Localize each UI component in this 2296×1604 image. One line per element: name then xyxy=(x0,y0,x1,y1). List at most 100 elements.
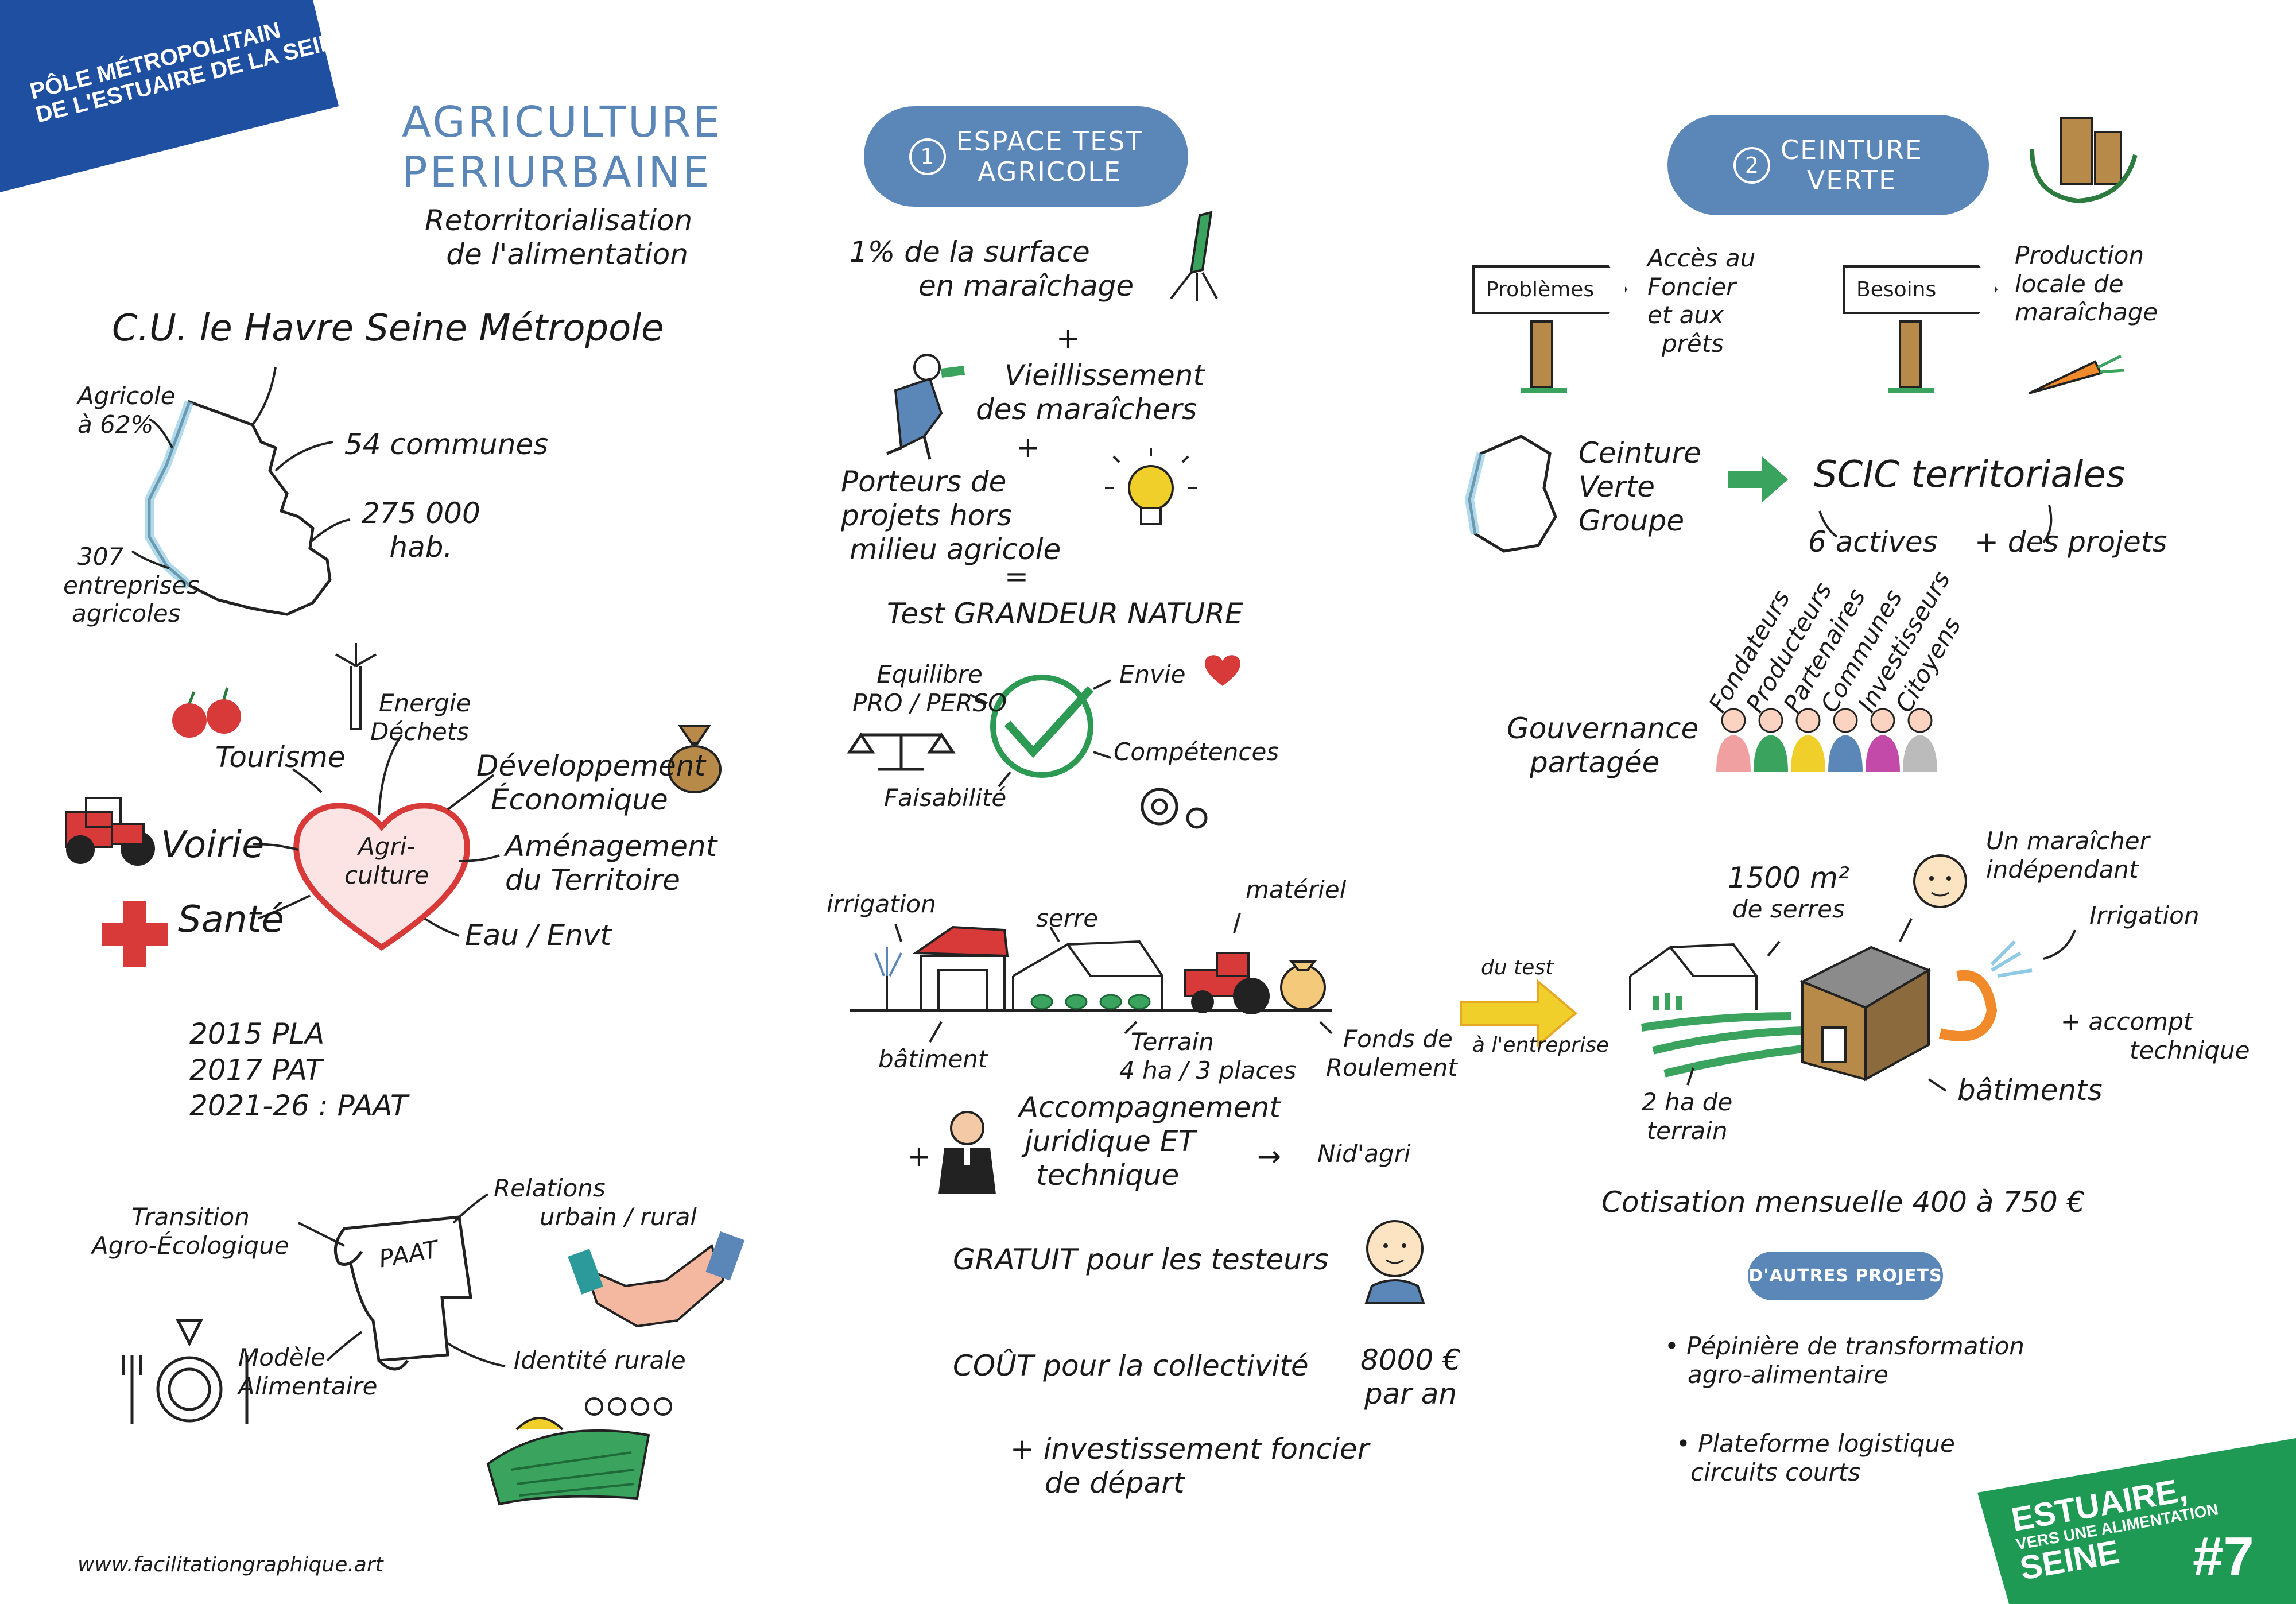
batiments-text: bâtiments xyxy=(1957,1074,2103,1107)
problemes-sign: Problèmes xyxy=(1472,265,1627,314)
carrot-icon xyxy=(2029,354,2124,394)
section1-number: 1 xyxy=(909,138,946,175)
fonds-line1: Fonds de xyxy=(1343,1025,1453,1053)
leek-icon xyxy=(1170,211,1218,301)
test-grandeur: Test GRANDEUR NATURE xyxy=(887,597,1243,630)
habitants-value: 275 000 xyxy=(362,497,480,530)
tractor-icon xyxy=(65,797,155,866)
autres-projets-label: D'AUTRES PROJETS xyxy=(1748,1266,1942,1286)
terrain-2-text: 2 ha de terrain xyxy=(1642,1088,1732,1145)
gouvernance-line2: partagée xyxy=(1530,746,1660,779)
corner-banner-shape xyxy=(0,0,339,192)
terrain-line2: 4 ha / 3 places xyxy=(1119,1056,1297,1084)
besoins-sign: Besoins xyxy=(1843,265,1998,314)
terrain-line1: Terrain xyxy=(1131,1028,1214,1056)
gratuit-text: GRATUIT pour les testeurs xyxy=(953,1243,1329,1276)
actives-text: 6 actives xyxy=(1808,525,1938,559)
entreprises-value: 307 xyxy=(77,543,124,571)
accompagnement-plus: + xyxy=(907,1140,931,1173)
accompagnement-line3: technique xyxy=(1036,1159,1180,1192)
vieillissement-line2: des maraîchers xyxy=(976,393,1197,426)
gouvernance-text: Gouvernance partagée xyxy=(1507,712,1698,780)
production-line2: locale de xyxy=(2015,269,2124,298)
yellow-arrow-icon xyxy=(1460,979,1578,1048)
farm-materiel: matériel xyxy=(1246,875,1347,904)
signpost-problems xyxy=(1521,320,1567,393)
people-group-icon xyxy=(1716,708,1937,772)
acces-line4: prêts xyxy=(1662,329,1724,358)
greenhouse-icon xyxy=(1012,940,1163,1010)
gears-icon xyxy=(1141,788,1208,829)
heart-developpement: Développement Économique xyxy=(476,749,705,817)
autres-item-2-line2: circuits courts xyxy=(1690,1458,1861,1486)
farm-serre: serre xyxy=(1036,904,1099,932)
heart-sante: Santé xyxy=(178,898,284,941)
footer-url[interactable]: www.facilitationgraphique.art xyxy=(77,1553,383,1576)
energie-line2: Déchets xyxy=(370,717,470,746)
farmer-face-icon xyxy=(1913,854,1967,908)
production-line1: Production xyxy=(2015,241,2144,269)
developpement-line2: Économique xyxy=(491,783,668,816)
faisabilite-text: Faisabilité xyxy=(884,784,1007,812)
ceinture-groupe-line2: Verte xyxy=(1578,470,1655,503)
amenagement-line1: Aménagement xyxy=(505,830,718,863)
vieillissement-text: Vieillissement des maraîchers xyxy=(976,359,1204,427)
handshake-icon xyxy=(568,1231,745,1328)
buildings-wreath-icon xyxy=(2030,117,2138,204)
agricole-label: Agricole xyxy=(77,382,176,410)
accompagnement-text: Accompagnement juridique ET technique xyxy=(1019,1091,1281,1192)
cout-value-amount: 8000 € xyxy=(1360,1343,1461,1377)
signpost-needs xyxy=(1888,320,1934,393)
subtitle-line2: de l'alimentation xyxy=(446,238,688,271)
heart-center-line1: Agri- xyxy=(358,832,416,861)
corner-badge-shape xyxy=(1977,1438,2296,1604)
heart-center: Agri- culture xyxy=(344,832,429,889)
cout-text: COÛT pour la collectivité xyxy=(953,1349,1309,1382)
heart-shape xyxy=(293,803,470,951)
section2-number: 2 xyxy=(1733,146,1771,184)
territory-communes: 54 communes xyxy=(344,428,549,461)
gouvernance-line1: Gouvernance xyxy=(1507,712,1699,745)
farm-batiment: bâtiment xyxy=(878,1045,988,1073)
section1-title-line2: AGRICOLE xyxy=(978,156,1122,187)
heart-amenagement: Aménagement du Territoire xyxy=(505,830,717,897)
irrigation-2-text: Irrigation xyxy=(2089,901,2200,929)
section2-title-line1: CEINTURE xyxy=(1781,134,1923,165)
production-line3: maraîchage xyxy=(2015,298,2158,327)
building-icon xyxy=(1799,946,1932,1082)
rural-landscape-icon xyxy=(486,1397,672,1506)
nidagri-text: Nid'agri xyxy=(1317,1140,1411,1168)
vieillissement-line1: Vieillissement xyxy=(1004,359,1205,392)
surface-line1: 1% de la surface xyxy=(850,235,1090,269)
paat-modele: Modèle Alimentaire xyxy=(238,1343,377,1400)
section1-title-line1: ESPACE TEST xyxy=(956,125,1143,157)
maraicher-text: Un maraîcher indépendant xyxy=(1986,827,2150,884)
cout-value: 8000 € par an xyxy=(1360,1343,1461,1411)
autres-item-1: • Pépinière de transformation agro-alime… xyxy=(1665,1332,2024,1389)
problemes-label: Problèmes xyxy=(1486,278,1595,301)
scic-text: SCIC territoriales xyxy=(1814,454,2126,496)
paat-transition: Transition Agro-Écologique xyxy=(92,1203,289,1260)
terrain-2-line1: 2 ha de xyxy=(1642,1088,1733,1116)
transition-line1: Transition xyxy=(131,1203,250,1231)
scale-icon xyxy=(847,732,956,771)
territory-entreprises: 307 entreprises agricoles xyxy=(63,543,199,628)
porteurs-line2: projets hors xyxy=(841,499,1012,532)
autres-item-2: • Plateforme logistique circuits courts xyxy=(1676,1429,1955,1486)
sprinkler-icon xyxy=(874,947,902,1010)
accompt-text: + accompt technique xyxy=(2061,1008,2250,1064)
investissement-line2: de départ xyxy=(1045,1466,1185,1500)
heart-tourisme: Tourisme xyxy=(215,741,346,774)
equilibre-text: Equilibre PRO / PERSO xyxy=(852,660,1007,717)
serres-text: 1500 m² de serres xyxy=(1728,861,1849,924)
entreprise-text: à l'entreprise xyxy=(1472,1033,1609,1057)
lawyer-icon xyxy=(938,1111,996,1194)
france-map xyxy=(1468,435,1557,553)
relations-line1: Relations xyxy=(494,1174,606,1202)
besoins-label: Besoins xyxy=(1856,278,1937,301)
plate-icon xyxy=(122,1319,249,1424)
farm-irrigation: irrigation xyxy=(827,890,936,918)
title-line1: AGRICULTURE xyxy=(402,98,723,147)
fonds-line2: Roulement xyxy=(1326,1053,1457,1082)
